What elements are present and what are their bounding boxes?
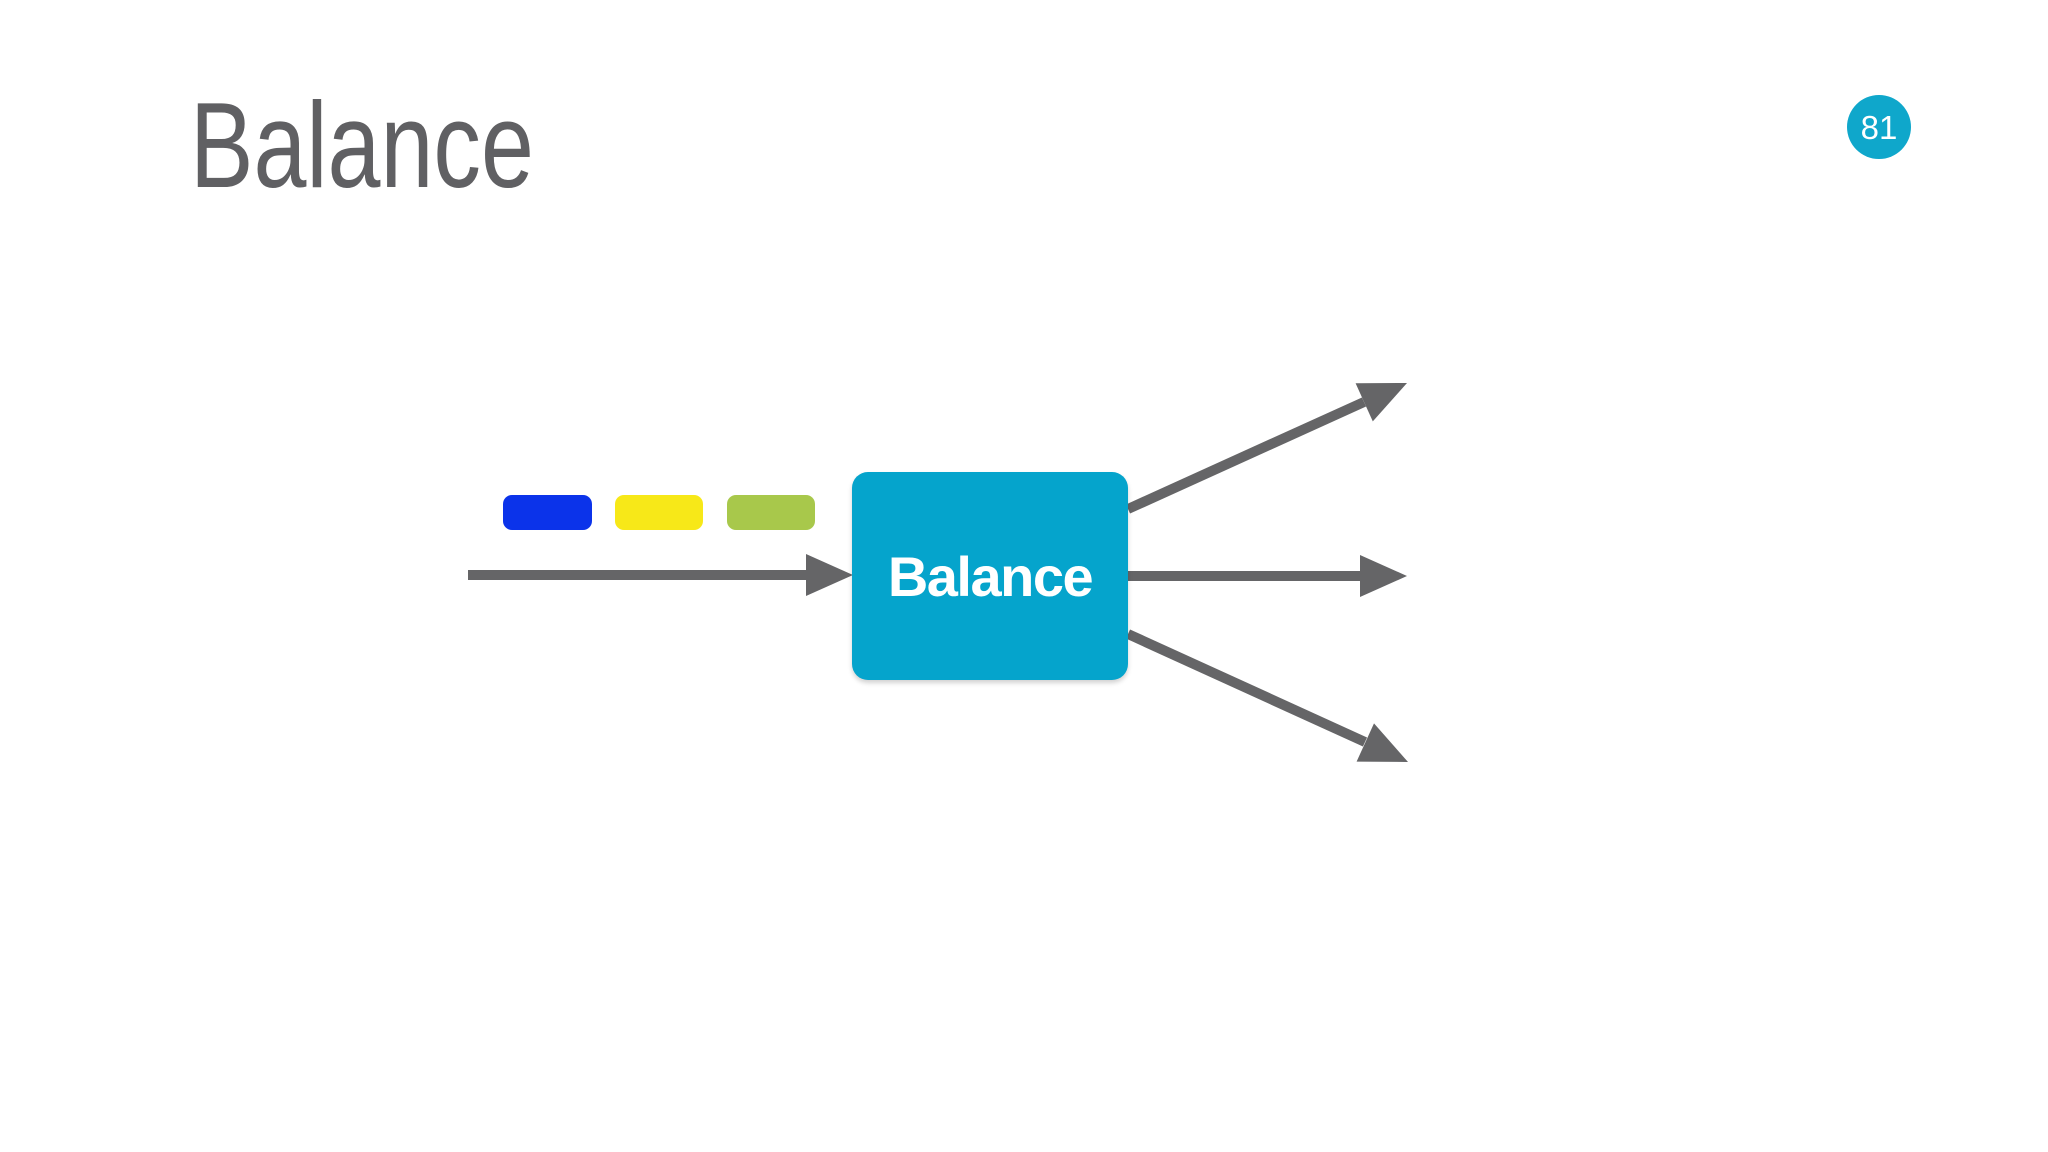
output-arrow-middle-head [1360, 555, 1407, 597]
output-arrow-top-head [1355, 383, 1407, 422]
balance-node-label: Balance [887, 544, 1094, 608]
page-number: 81 [1860, 108, 1898, 146]
blue-token [503, 495, 592, 530]
yellow-token [615, 495, 703, 530]
page-number-badge: 81 [1847, 95, 1911, 159]
input-arrow [468, 554, 853, 596]
output-arrow-top-shaft [1125, 397, 1367, 514]
slide-title: Balance [190, 77, 534, 213]
output-arrow-middle [1128, 555, 1407, 597]
output-arrow-bottom [1125, 629, 1408, 762]
balance-node: Balance [852, 472, 1128, 680]
input-arrow-head [806, 554, 853, 596]
output-arrow-top [1125, 383, 1407, 514]
green-token [727, 495, 815, 530]
output-arrow-bottom-shaft [1125, 629, 1368, 747]
output-arrow-bottom-head [1356, 723, 1408, 762]
